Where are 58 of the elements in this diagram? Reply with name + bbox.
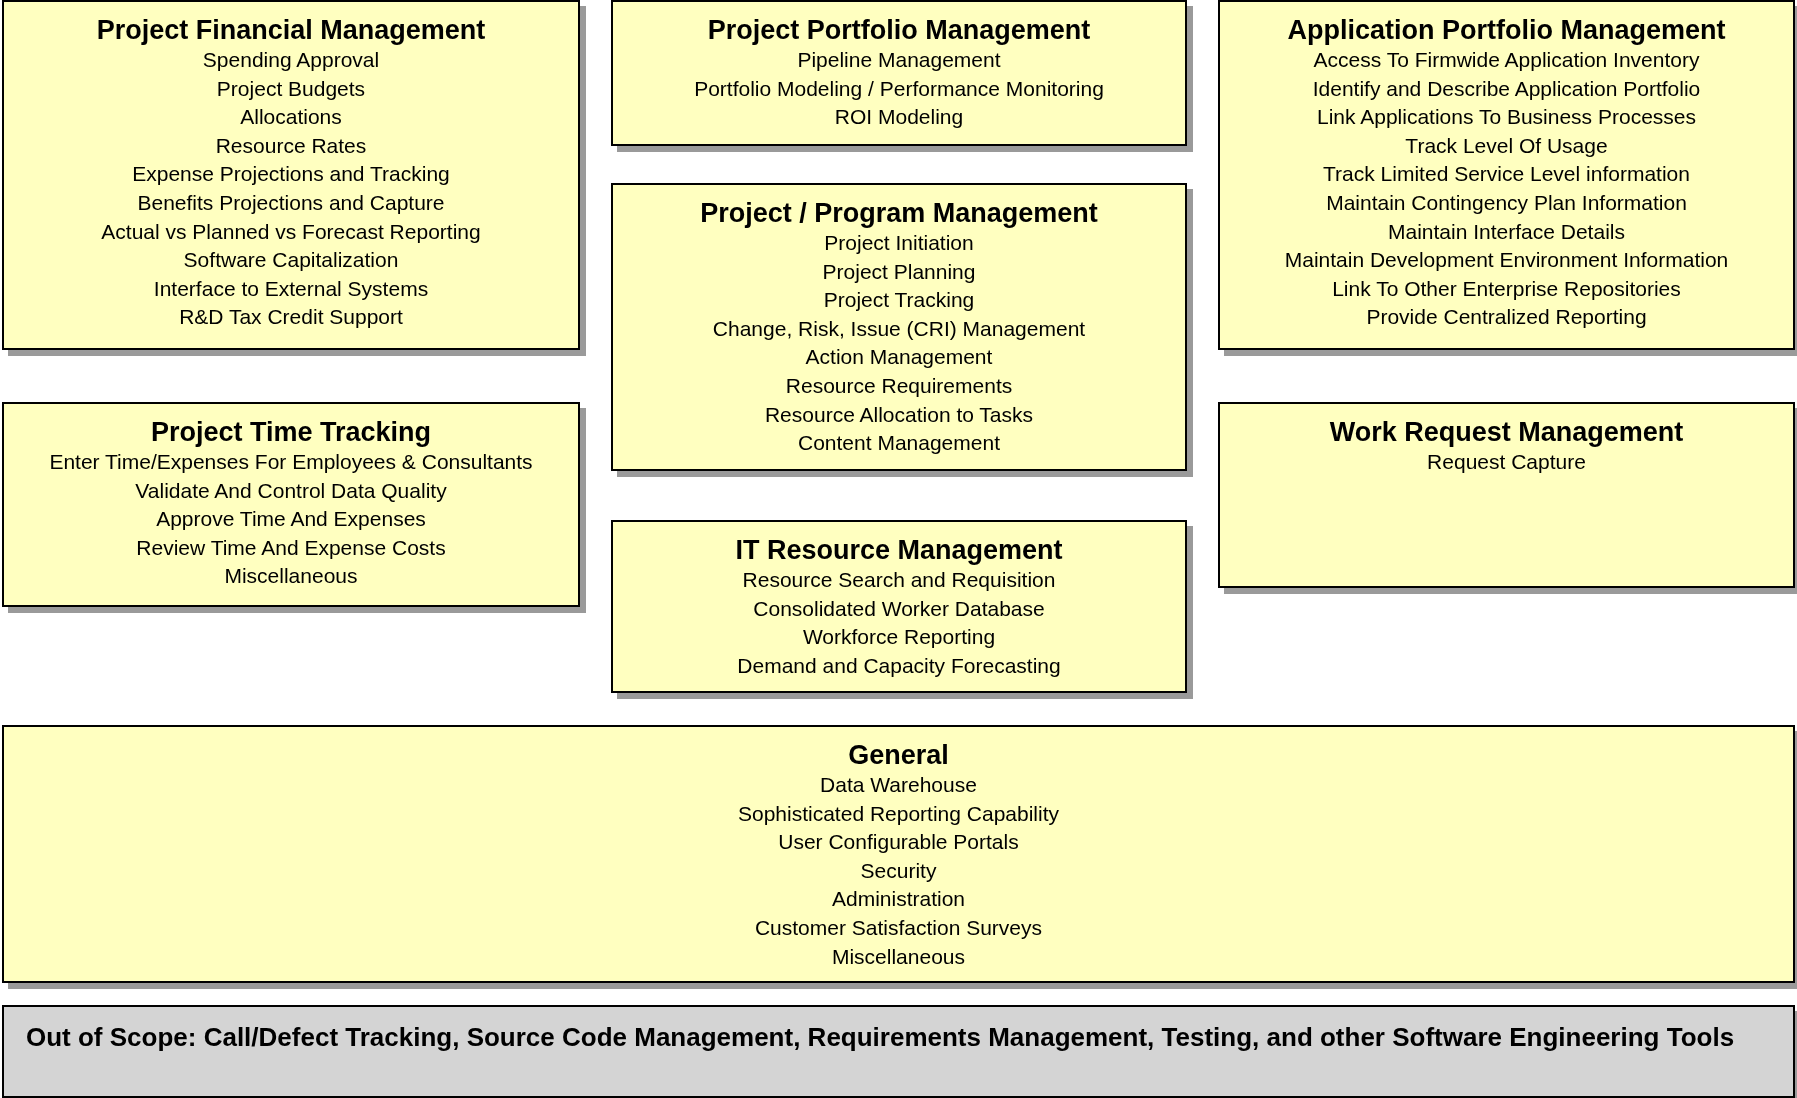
box-heading: Project Time Tracking [149, 416, 433, 448]
list-item: Enter Time/Expenses For Employees & Consultants [48, 449, 534, 475]
list-item: Workforce Reporting [801, 624, 997, 651]
scope-note-box [2, 1005, 1795, 1098]
list-item: Maintain Contingency Plan Information [1325, 189, 1688, 216]
list-item: Validate And Control Data Quality [134, 477, 448, 504]
box-heading: General [847, 739, 950, 771]
list-item: Identify and Describe Application Portfolio [1311, 75, 1702, 102]
list-item: Project Budgets [215, 75, 367, 102]
list-item: Request Capture [1426, 449, 1587, 475]
list-item: Approve Time And Expenses [155, 506, 427, 533]
list-item: Track Limited Service Level information [1322, 161, 1691, 188]
list-item: Demand and Capacity Forecasting [736, 652, 1062, 679]
list-item: Link Applications To Business Processes [1316, 104, 1697, 131]
list-item: Security [859, 857, 938, 884]
list-item: Link To Other Enterprise Repositories [1331, 275, 1682, 302]
list-item: Administration [830, 886, 967, 913]
list-item: User Configurable Portals [777, 829, 1020, 856]
list-item: Customer Satisfaction Surveys [753, 914, 1044, 941]
list-item: Allocations [239, 104, 343, 131]
list-item: Resource Allocation to Tasks [763, 401, 1035, 428]
list-item: Review Time And Expense Costs [135, 534, 447, 561]
list-item: R&D Tax Credit Support [178, 304, 404, 331]
box-heading: Application Portfolio Management [1286, 14, 1727, 46]
list-item: Resource Requirements [784, 372, 1014, 399]
list-item: Project Tracking [822, 287, 976, 314]
scope-note: Out of Scope: Call/Defect Tracking, Source Code Management, Requirements Management, Testing, and other Software Engineering Tools [26, 1021, 1736, 1054]
list-item: Miscellaneous [223, 563, 359, 590]
list-item: Content Management [797, 430, 1001, 457]
list-item: Maintain Interface Details [1387, 218, 1626, 245]
list-item: Spending Approval [201, 47, 381, 73]
box-heading: Project Portfolio Management [706, 14, 1092, 46]
box-heading: IT Resource Management [734, 534, 1064, 566]
list-item: Sophisticated Reporting Capability [737, 800, 1060, 827]
list-item: Change, Risk, Issue (CRI) Management [711, 315, 1087, 342]
list-item: Resource Search and Requisition [741, 567, 1057, 593]
list-item: Miscellaneous [830, 943, 967, 970]
box-heading: Work Request Management [1328, 416, 1685, 448]
list-item: Data Warehouse [819, 772, 978, 798]
list-item: Interface to External Systems [152, 275, 430, 302]
list-item: ROI Modeling [833, 104, 965, 131]
box-heading: Project Financial Management [95, 14, 487, 46]
list-item: Consolidated Worker Database [752, 595, 1046, 622]
list-item: Software Capitalization [182, 247, 400, 274]
list-item: Resource Rates [214, 132, 368, 159]
list-item: Expense Projections and Tracking [131, 161, 451, 188]
list-item: Track Level Of Usage [1404, 132, 1609, 159]
list-item: Project Initiation [823, 230, 975, 256]
list-item: Pipeline Management [796, 47, 1002, 73]
list-item: Action Management [804, 344, 994, 371]
list-item: Project Planning [821, 258, 977, 285]
list-item: Access To Firmwide Application Inventory [1312, 47, 1701, 73]
list-item: Actual vs Planned vs Forecast Reporting [100, 218, 482, 245]
list-item: Benefits Projections and Capture [136, 189, 446, 216]
list-item: Portfolio Modeling / Performance Monitoring [693, 75, 1105, 102]
list-item: Provide Centralized Reporting [1365, 304, 1648, 331]
list-item: Maintain Development Environment Information [1283, 247, 1730, 274]
box-heading: Project / Program Management [699, 197, 1099, 229]
